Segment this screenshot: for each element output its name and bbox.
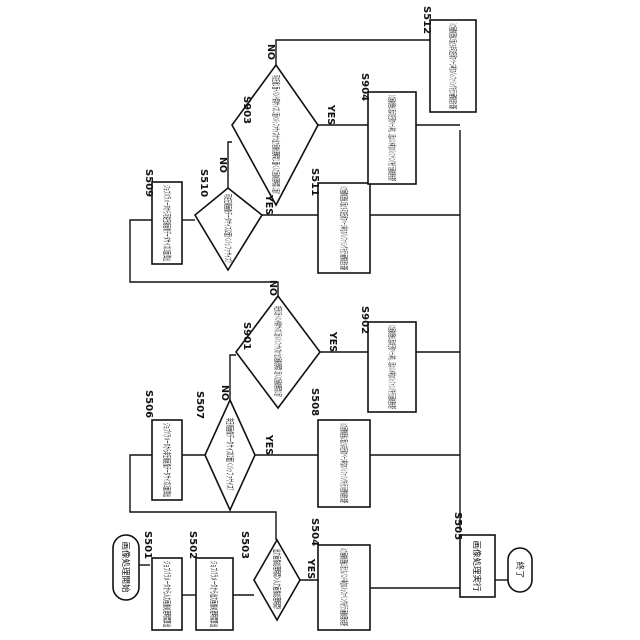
flow-shapes <box>113 20 532 630</box>
s901-text: 非圧縮１面＋バンド保存サイズ(１面)＜バッファサイズかつ出力画像処理時間(１面)… <box>272 306 283 398</box>
s504-id: S504 <box>309 518 320 546</box>
s503-text: 出力画像処理時間＞入力画像処理時間？ <box>271 549 282 611</box>
s506-text: ジョブパラメータから非圧縮画像データサイズ(2面)算出 <box>161 423 172 497</box>
s901-yes-label: YES <box>327 331 338 352</box>
s502-id: S502 <box>187 531 198 559</box>
s512-id: S512 <box>421 6 432 34</box>
flow-edges <box>130 40 508 595</box>
s510-yes-label: YES <box>263 194 274 215</box>
s512-text: 入力画像処理後２面とも非可逆圧縮でページ単位のバッファリングを行う画像処理を選択 <box>447 23 458 109</box>
s501-text: ジョブパラメータから入力画像処理時間算出 <box>161 561 172 627</box>
s511-id: S511 <box>309 168 320 196</box>
s901-id: S901 <box>241 322 252 350</box>
s510-no-label: NO <box>217 157 228 173</box>
s508-text: 入力画像処理後２面とも非圧縮でページ単位のバッファリングを行う画像処理を選択 <box>338 423 349 503</box>
s510-text: 可逆圧縮画像データサイズ(2面)＜バッファサイズ？ <box>222 194 233 264</box>
s904-text: 入力画像処理後１面は可逆圧縮でページ単位、１面はバンド単位のバッファリングを行う… <box>386 95 397 181</box>
s511-text: 入力画像処理後２面とも可逆圧縮でページ単位のバッファリングを行う画像処理を選択 <box>338 186 349 270</box>
s507-no-label: NO <box>219 385 230 401</box>
end-label: 終了 <box>514 561 525 578</box>
s902-id: S902 <box>359 306 370 334</box>
s904-id: S904 <box>359 73 370 101</box>
s507-id: S507 <box>194 391 205 419</box>
s506-id: S506 <box>143 390 154 418</box>
s902-text: 入力画像処理後１面は非圧縮でページ単位、１面はバンド単位のバッファリングを行う画… <box>386 325 397 409</box>
s503-yes-label: YES <box>305 558 316 579</box>
s903-id: S903 <box>241 96 252 124</box>
s507-text: 非圧縮画像データサイズ(2面)＜バッファサイズ？ <box>224 418 235 492</box>
s507-yes-label: YES <box>263 434 274 455</box>
s901-no-label: NO <box>267 280 278 296</box>
s504-text: 入力画像処理後２面ともバンド単位のバッファリングを行う画像処理を選択 <box>338 548 349 626</box>
s502-text: ジョブパラメータから出力画像処理時間算出 <box>208 561 219 627</box>
s903-yes-label: YES <box>325 104 336 125</box>
start-label: 画像処理開始 <box>120 541 131 593</box>
s510-id: S510 <box>198 169 209 197</box>
edge-s903-s512-no <box>276 40 430 65</box>
s501-id: S501 <box>142 531 153 559</box>
s505-id: S505 <box>452 512 463 540</box>
s503-id: S503 <box>239 531 250 559</box>
s505-text: 画像処理実行 <box>471 540 482 592</box>
s903-no-label: NO <box>265 44 276 60</box>
s509-id: S509 <box>143 169 154 197</box>
s903-text: 可逆圧縮１面＋バンド保存サイズ(１面)＜バッファサイズかつ出力画像処理時間(１面… <box>270 75 281 195</box>
s509-text: ジョブパラメータから可逆圧縮画像データサイズ(2面)算出 <box>161 185 172 261</box>
s508-id: S508 <box>309 388 320 416</box>
